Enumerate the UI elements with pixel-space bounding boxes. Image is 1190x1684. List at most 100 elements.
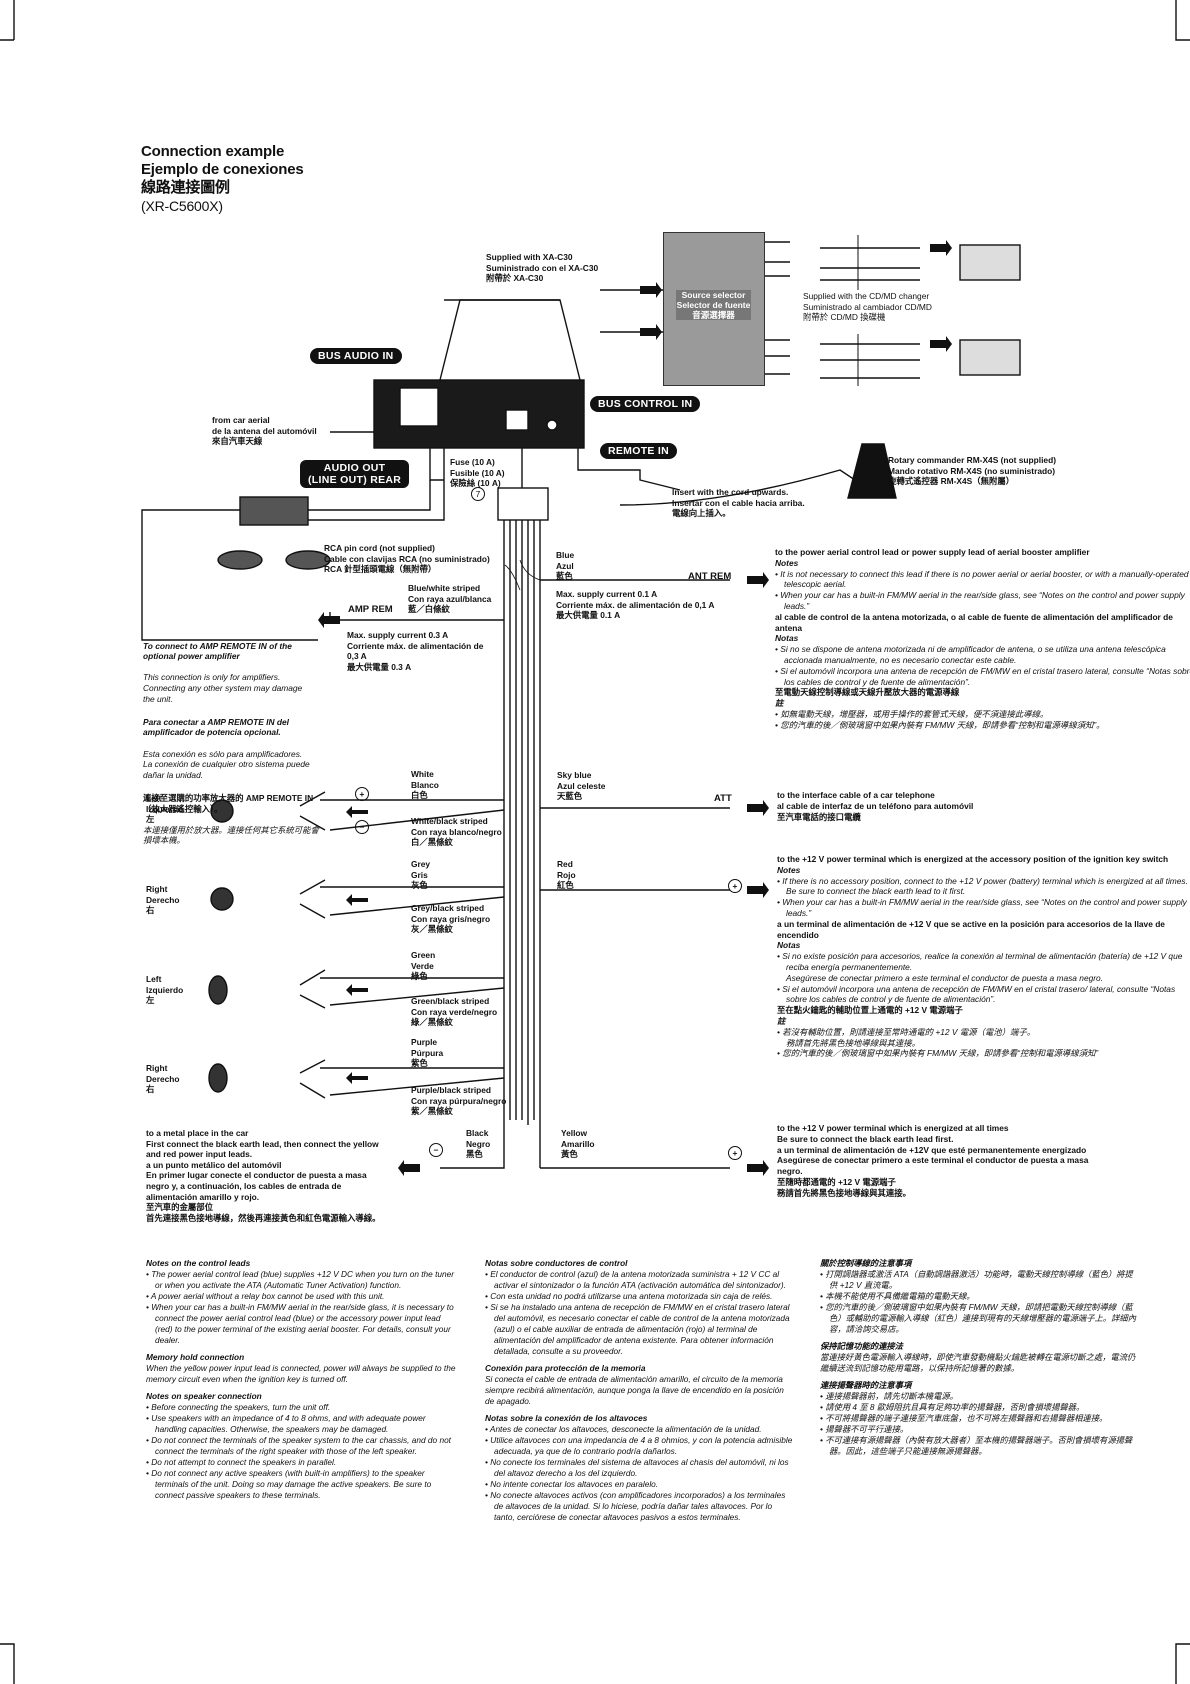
green-black-label: Green/black striped Con raya verde/negro… [411, 996, 498, 1028]
yellow-label: Yellow Amarillo 黃色 [561, 1128, 595, 1160]
note-heading: to the interface cable of a car telephon… [777, 790, 935, 800]
red-destination: to the +12 V power terminal which is ene… [777, 854, 1190, 1059]
note-heading: Notas sobre la conexión de los altavoces [485, 1413, 648, 1423]
red-label: Red Rojo 紅色 [557, 859, 576, 891]
note-item: Be sure to connect the black earth lead … [786, 886, 966, 897]
bus-control-in-tag: BUS CONTROL IN [590, 396, 701, 412]
crop-mark [1175, 0, 1190, 41]
note-item: Si no existe posición para accesorios, r… [777, 951, 1190, 973]
crop-mark [0, 0, 15, 41]
insert-label: Insert with the cord upwards. Insertar c… [672, 487, 805, 519]
note-item: When your car has a built-in FM/MW aeria… [775, 590, 1190, 612]
note-heading: 保持記憶功能的連接法 [820, 1341, 903, 1351]
note-heading: Notes [775, 557, 799, 568]
speaker-front-right [210, 879, 326, 919]
note-item: 請使用 4 至 8 歐姆阻抗且具有足夠功率的揚聲器，否則會損壞揚聲器。 [820, 1402, 1140, 1413]
speaker-front-left [210, 791, 326, 831]
note-item: When your car has a built-in FM/MW aeria… [146, 1302, 456, 1346]
amp-current-label: Max. supply current 0.3 A Corriente máx.… [347, 630, 484, 672]
note-item: It is not necessary to connect this lead… [775, 569, 1190, 591]
note-heading: Notas sobre conductores de control [485, 1258, 628, 1268]
note-item: 務請首先將黑色接地導線與其連接。 [786, 1037, 920, 1048]
car-aerial-label: from car aerial de la antena del automóv… [212, 415, 317, 447]
purple-black-label: Purple/black striped Con raya púrpura/ne… [411, 1085, 507, 1117]
bus-audio-in-tag: BUS AUDIO IN [310, 348, 402, 364]
white-label: White Blanco 白色 [411, 769, 439, 801]
title-es: Ejemplo de conexiones [141, 161, 304, 178]
note-heading: Notes [777, 864, 801, 875]
note-heading: 至電動天線控制導線或天線升壓放大器的電源導線 [775, 687, 960, 698]
ant-rem-label: ANT REM [688, 571, 732, 582]
note-heading: 註 [775, 698, 784, 709]
amp-remote-es-text: Esta conexión es sólo para amplificadore… [143, 748, 310, 780]
amp-remote-zh-heading: 連接至選購的功率放大器的 AMP REMOTE IN （放大器遙控輸入）。 [143, 792, 314, 814]
grey-label: Grey Gris 灰色 [411, 859, 431, 891]
note-item: No conecte los terminales del sistema de… [485, 1457, 795, 1479]
note-heading: Memory hold connection [146, 1352, 245, 1362]
note-heading: 關於控制導線的注意事項 [820, 1258, 912, 1268]
note-item: When the yellow power input lead is conn… [146, 1363, 456, 1384]
model-number: (XR-C5600X) [141, 198, 223, 214]
polarity-plus: + [728, 1146, 742, 1160]
note-heading: a un terminal de alimentación de +12V qu… [777, 1144, 1087, 1155]
polarity-plus: + [355, 787, 369, 801]
remote-in-tag: REMOTE IN [600, 443, 678, 459]
blue-white-label: Blue/white striped Con raya azul/blanca … [408, 583, 492, 615]
note-item: 您的汽車的後／側玻璃窗中如果內裝有 FM/MW 天線，即請參看“控制和電源導線須… [775, 720, 1190, 731]
ant-rem-destination: to the power aerial control lead or powe… [775, 547, 1190, 731]
note-heading: to the +12 V power terminal which is ene… [777, 1123, 1009, 1133]
ground-label: to a metal place in the car First connec… [146, 1128, 381, 1223]
title-zh: 線路連接圖例 [141, 179, 230, 196]
note-item: Con esta unidad no podrá utilizarse una … [485, 1291, 795, 1302]
rotary-commander-label: Rotary commander RM-X4S (not supplied) M… [888, 455, 1056, 487]
source-selector-label: Source selector Selector de fuente 音源選擇器 [676, 290, 751, 320]
sky-blue-label: Sky blue Azul celeste 天藍色 [557, 770, 606, 802]
note-item: Si no se dispone de antena motorizada ni… [775, 644, 1190, 666]
polarity-minus: − [355, 820, 369, 834]
note-item: 不可將揚聲器的端子連接至汽車底盤，也不可將左揚聲器和右揚聲器相連接。 [820, 1413, 1140, 1424]
note-heading: Conexión para protección de la memoria [485, 1363, 646, 1373]
note-item: 若沒有輔助位置，則請連接至常時通電的 +12 V 電源（電池）端子。 [777, 1027, 1190, 1038]
note-heading: a un terminal de alimentación de +12 V q… [777, 918, 1165, 940]
step-7-marker: 7 [471, 487, 485, 501]
note-heading: to the power aerial control lead or powe… [775, 547, 1090, 557]
note-item: 本機不能使用不具備繼電箱的電動天線。 [820, 1291, 1140, 1302]
amp-remote-en-heading: To connect to AMP REMOTE IN of the optio… [143, 640, 292, 662]
notes-english: Notes on the control leadsThe power aeri… [146, 1252, 456, 1501]
note-heading: al cable de control de la antena motoriz… [775, 611, 1173, 633]
bus-audio-connector [399, 387, 439, 427]
cd-changer-2 [959, 339, 1021, 376]
amp-remote-es-heading: Para conectar a AMP REMOTE IN del amplif… [143, 716, 289, 738]
speaker-front-left-label: Left Izquierdo 左 [146, 793, 184, 825]
note-item: Utilice altavoces con una impedancia de … [485, 1435, 795, 1457]
note-heading: 至隨時都通電的 +12 V 電源端子 [777, 1176, 896, 1187]
grey-black-label: Grey/black striped Con raya gris/negro 灰… [411, 903, 491, 935]
note-heading: 註 [777, 1015, 786, 1026]
att-label: ATT [714, 793, 732, 804]
note-heading: 務請首先將黑色接地導線與其連接。 [777, 1187, 911, 1198]
title-en: Connection example [141, 143, 285, 160]
amp-remote-zh-text: 本連接僅用於放大器。連接任何其它系統可能會 損壞本機。 [143, 824, 319, 846]
note-item: 打開調諧器或激活 ATA（自動調諧器激活）功能時，電動天線控制導線（藍色）將提供… [820, 1269, 1140, 1291]
note-item: 如無電動天線，增壓器，或用手操作的套管式天線，便不須連接此導線。 [775, 709, 1190, 720]
note-item: Si el automóvil incorpora una antena de … [775, 666, 1190, 688]
page-header: Connection example Ejemplo de conexiones… [141, 143, 304, 215]
note-heading: 至在點火鑰匙的輔助位置上通電的 +12 V 電源端子 [777, 1005, 963, 1016]
note-item: Antes de conectar los altavoces, descone… [485, 1424, 795, 1435]
speaker-rear-left [208, 969, 326, 1009]
note-heading: to the +12 V power terminal which is ene… [777, 854, 1169, 864]
note-item: Si conecta el cable de entrada de alimen… [485, 1374, 784, 1406]
green-label: Green Verde 綠色 [411, 950, 436, 982]
note-item: The power aerial control lead (blue) sup… [146, 1269, 456, 1291]
supplied-xa-label: Supplied with XA-C30 Suministrado con el… [486, 252, 599, 284]
att-destination: to the interface cable of a car telephon… [777, 790, 1190, 822]
note-item: Si se ha instalado una antena de recepci… [485, 1302, 795, 1357]
amp-remote-en-text: This connection is only for amplifiers. … [143, 672, 303, 704]
note-item: 當連接好黃色電源輸入導線時，即使汽車發動機點火鑰匙被轉在電源切斷之處，電流仍繼續… [820, 1352, 1136, 1373]
note-heading: Notas [775, 633, 799, 644]
note-heading: Notes on speaker connection [146, 1391, 262, 1401]
note-item: 您的汽車的後／側玻璃窗中如果內裝有 FM/MW 天線，即請把電動天線控制導線（藍… [820, 1302, 1140, 1335]
note-item: 您的汽車的後／側玻璃窗中如果內裝有 FM/MW 天線，即請參看“控制和電源導線須… [777, 1048, 1190, 1059]
yellow-destination: to the +12 V power terminal which is ene… [777, 1123, 1107, 1199]
